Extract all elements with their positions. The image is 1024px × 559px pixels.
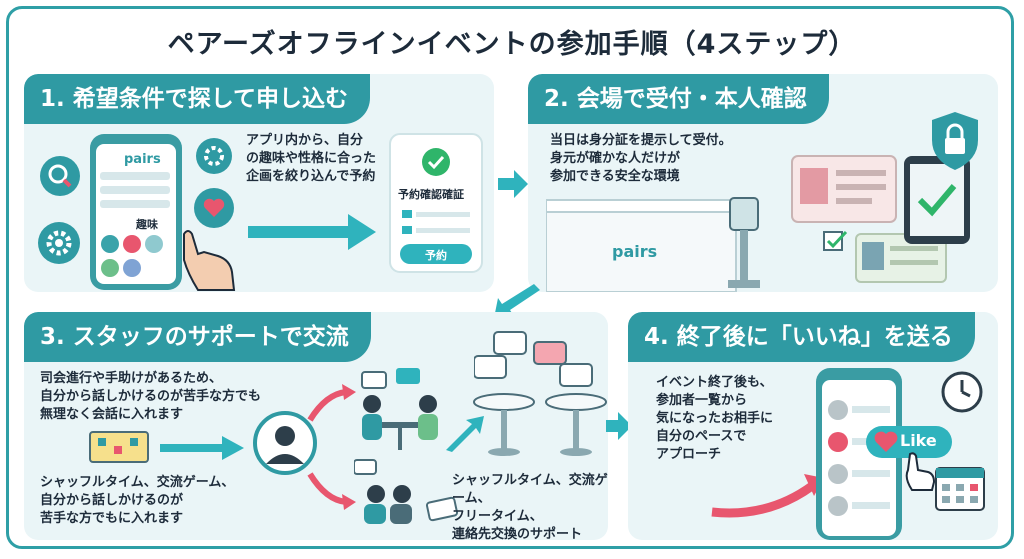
step3-header: 3. スタッフのサポートで交流: [24, 312, 371, 362]
people-group-icon: [354, 459, 412, 524]
step1-header: 1. 希望条件で探して申し込む: [24, 74, 371, 124]
id-card-icon: [855, 233, 947, 283]
flow-arrow: [494, 284, 540, 318]
checkbox-icon: [823, 230, 848, 251]
step3-description: 司会進行や手助けがあるため、 自分から話しかけるのが苦手な方でも 無理なく会話に…: [40, 371, 262, 422]
chat-bubble-icon: [474, 331, 593, 387]
heart-icon: [866, 426, 952, 458]
clock-icon: [941, 371, 983, 413]
app-logo: pairs: [124, 152, 161, 167]
flow-arrow: [498, 170, 528, 198]
shield-lock-icon: [932, 112, 978, 170]
step2-description: 当日は身分証を提示して受付。 身元が確かな人だけが 参加できる安全な環境: [550, 133, 732, 184]
step1-description: アプリ内から、自分 の趣味や性格に合った 企画を絞り込んで予約: [246, 133, 377, 184]
confirmation-card: [389, 133, 483, 273]
step2-panel: 2. 会場で受付・本人確認 当日は身分証を提示して受付。 身元が確かな人だけが …: [528, 74, 998, 292]
flow-arrow: [606, 412, 632, 440]
card-exchange-icon: [426, 496, 459, 522]
people-at-table-icon: [361, 368, 438, 450]
gear-icon: [38, 222, 80, 264]
step4-header: 4. 終了後に「いいね」を送る: [628, 312, 975, 362]
table-icon: [473, 393, 607, 456]
phone-illustration: [90, 134, 182, 290]
id-card-icon: [791, 155, 897, 223]
step4-panel: 4. 終了後に「いいね」を送る イベント終了後も、 参加者一覧から 気になったお…: [628, 312, 998, 540]
kiosk-icon: [728, 197, 760, 288]
step3-right-description: シャッフルタイム、交流ゲーム、 フリータイム、 連絡先交換のサポート: [452, 473, 608, 540]
flow-arrow: [248, 214, 376, 250]
flow-arrow: [446, 416, 484, 452]
game-board-icon: [89, 431, 149, 463]
calendar-icon: [935, 467, 985, 511]
step3-left-description: シャッフルタイム、交流ゲーム、 自分から話しかけるのが 苦手な方でもに入れます: [40, 475, 235, 526]
step2-header: 2. 会場で受付・本人確認: [528, 74, 829, 124]
flow-arrow: [160, 436, 244, 460]
search-icon: [40, 156, 80, 196]
phone-illustration: [816, 368, 902, 540]
tablet-check-icon: [904, 156, 970, 244]
step3-panel: 3. スタッフのサポートで交流 司会進行や手助けがあるため、 自分から話しかける…: [24, 312, 608, 540]
step4-description: イベント終了後も、 参加者一覧から 気になったお相手に 自分のペースで アプロー…: [656, 375, 774, 462]
reception-counter: [546, 199, 743, 292]
confirmation-title: 予約確認確証: [398, 188, 464, 201]
staff-avatar-icon: [253, 411, 317, 475]
like-button[interactable]: Like: [900, 431, 937, 450]
hobby-label: 趣味: [136, 218, 158, 231]
reserve-button[interactable]: 予約: [425, 249, 447, 262]
heart-icon: [194, 188, 234, 228]
flow-arrow: [307, 472, 356, 510]
page-title: ペアーズオフラインイベントの参加手順（4ステップ）: [167, 29, 857, 60]
hand-pointer-icon: [183, 230, 236, 291]
hand-pointer-icon: [905, 452, 936, 491]
counter-logo: pairs: [612, 242, 658, 261]
flow-arrow: [711, 474, 824, 518]
gear-icon: [196, 138, 232, 174]
step1-panel: 1. 希望条件で探して申し込む pairs 趣味 アプリ内から、自分 の趣味や性…: [24, 74, 494, 292]
flow-arrow: [307, 384, 356, 422]
